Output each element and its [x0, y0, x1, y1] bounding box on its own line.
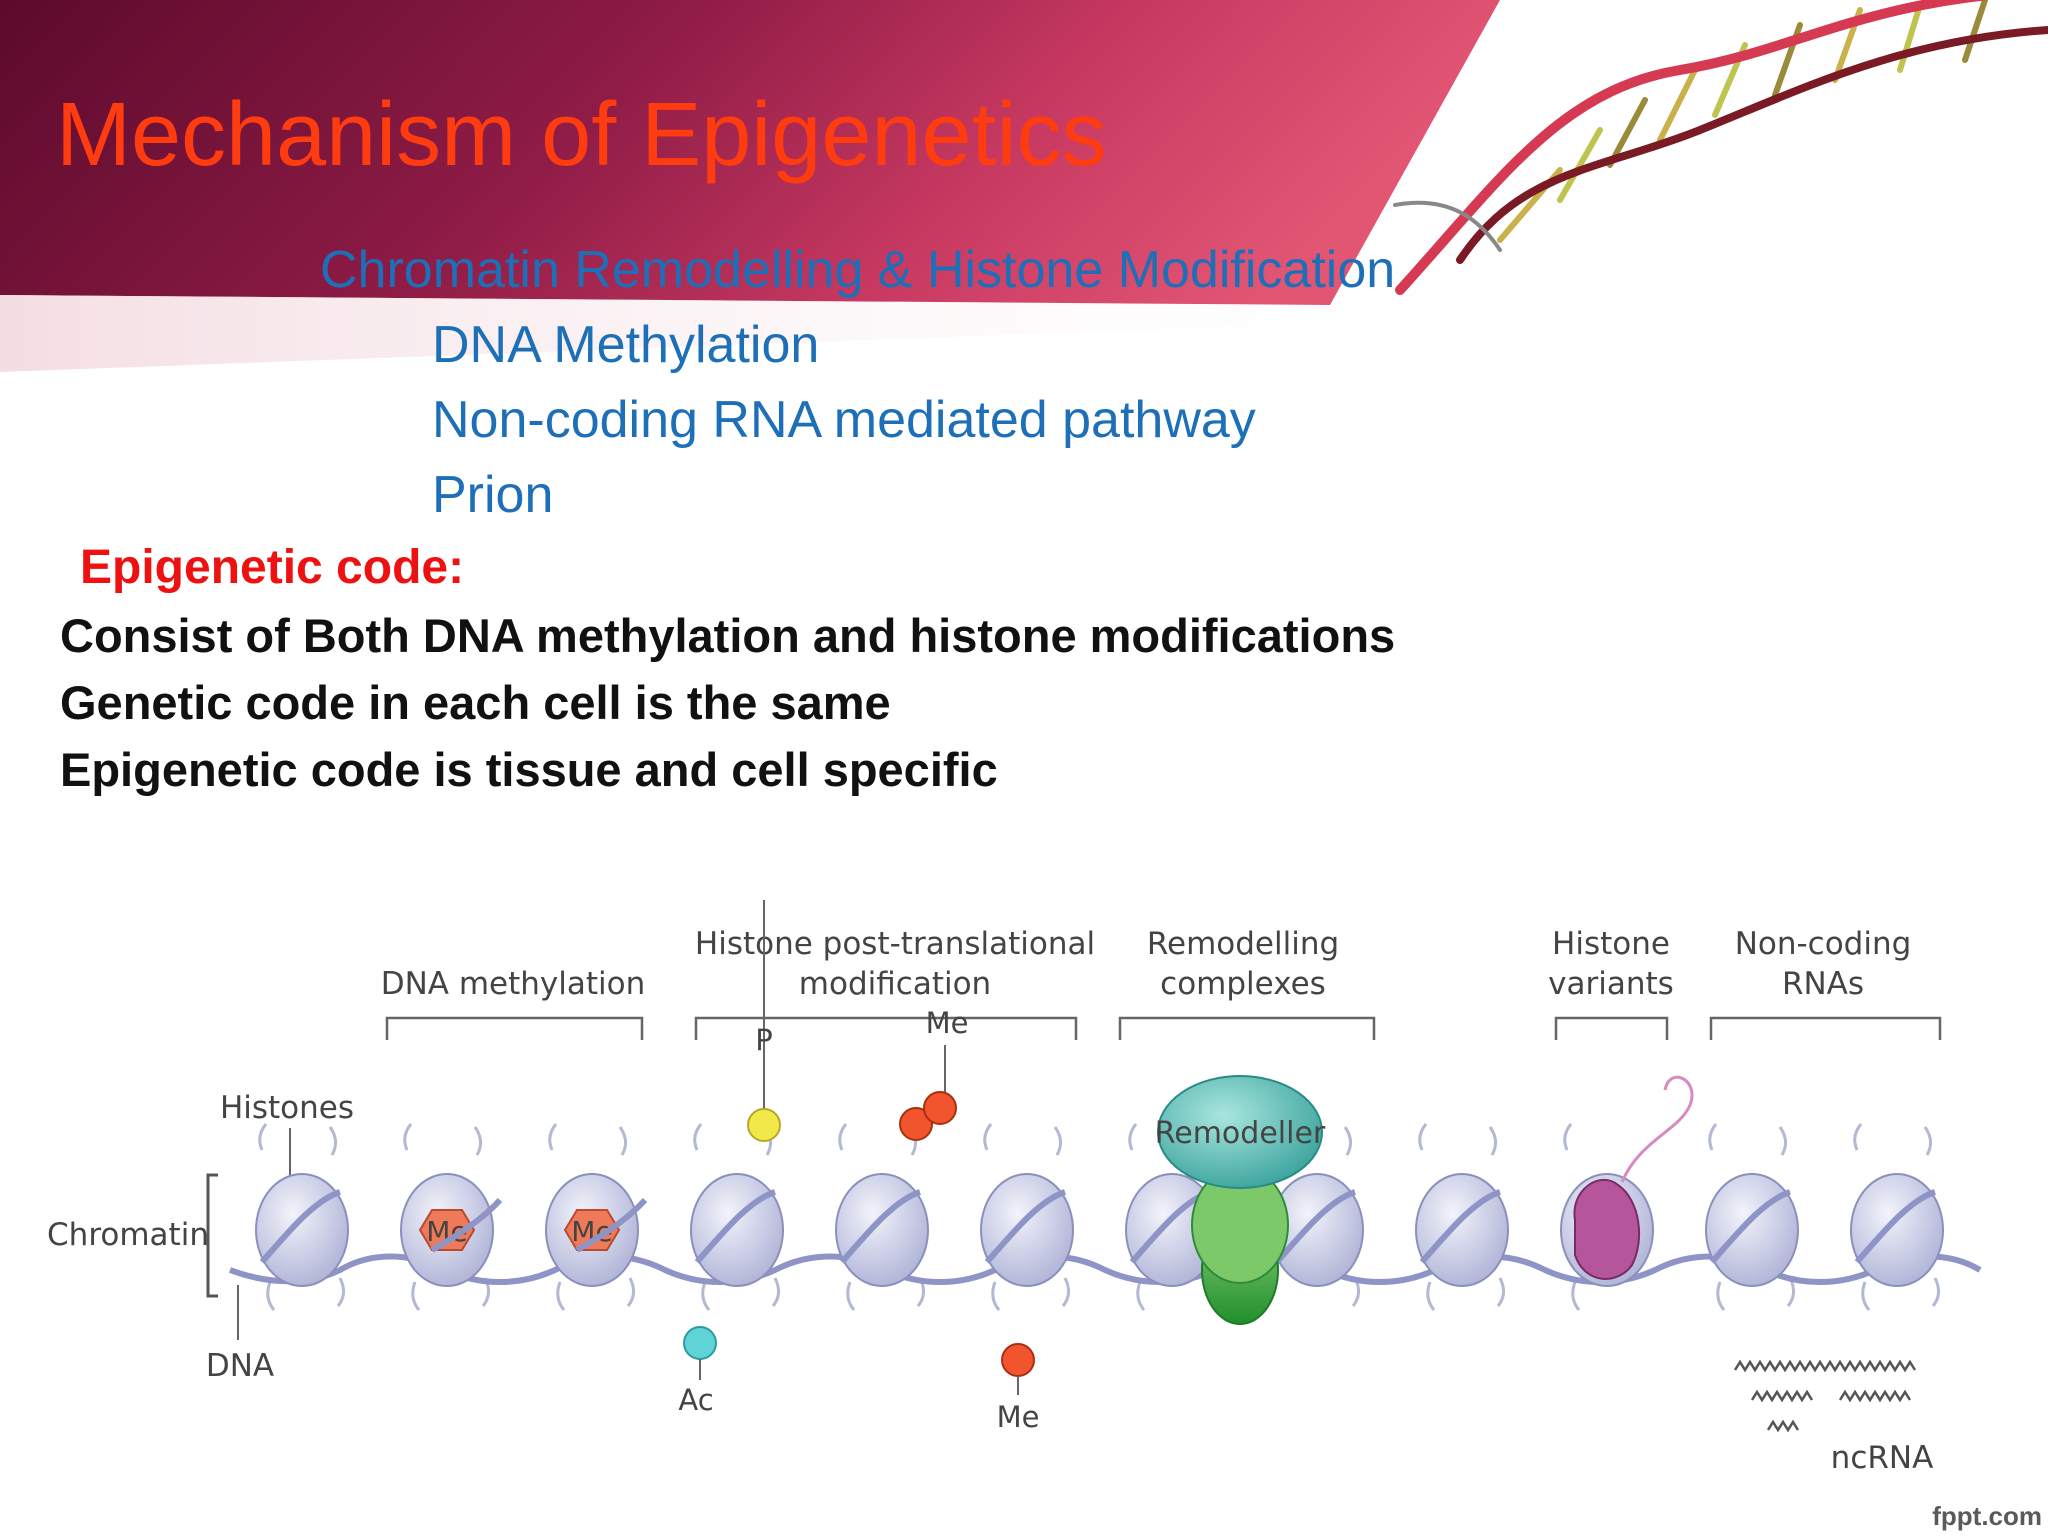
- acetylation-label: Ac: [678, 1383, 713, 1417]
- dna-strand: [228, 1253, 1982, 1285]
- epigenetic-code-heading: Epigenetic code:: [80, 541, 465, 594]
- epigenetic-code-point: Epigenetic code is tissue and cell speci…: [60, 743, 998, 796]
- nucleosome: [980, 1173, 1074, 1287]
- group-label-dna-methylation: DNA methylation: [381, 966, 646, 1002]
- dna-helix-icon: [1393, 0, 2048, 295]
- histone-methyl-label: Me: [997, 1400, 1040, 1434]
- nucleosome: [255, 1173, 349, 1287]
- group-label-histone-ptm-2: modification: [799, 966, 991, 1002]
- chromatin-label: Chromatin: [47, 1217, 209, 1253]
- ncrna-label: ncRNA: [1831, 1440, 1934, 1476]
- phosphorylation-label: P: [755, 1023, 773, 1057]
- header-band: [0, 0, 1500, 305]
- dna-wrap: [575, 1197, 648, 1253]
- nucleosome: [1850, 1173, 1944, 1287]
- histone-tails: [258, 1123, 1940, 1311]
- mechanism-item-dna-methylation: DNA Methylation: [432, 316, 820, 374]
- mechanism-item-prion: Prion: [432, 466, 554, 524]
- histone-methyl-mark: [923, 1091, 957, 1125]
- dna-label: DNA: [206, 1348, 274, 1384]
- phosphorylation-mark: [747, 1108, 781, 1142]
- histone-methyl-label: Me: [926, 1006, 969, 1040]
- group-label-variants-2: variants: [1548, 966, 1674, 1002]
- dna-wrap: [430, 1197, 503, 1253]
- mechanism-item-chromatin: Chromatin Remodelling & Histone Modifica…: [320, 241, 1396, 299]
- mechanism-item-ncrna: Non-coding RNA mediated pathway: [432, 391, 1256, 449]
- acetylation-mark: [683, 1326, 717, 1360]
- histone-methyl-mark: [1001, 1343, 1035, 1377]
- group-label-remodelling-1: Remodelling: [1147, 926, 1339, 962]
- nucleosome: [1415, 1173, 1509, 1287]
- group-label-histone-ptm-1: Histone post-translational: [695, 926, 1095, 962]
- group-label-variants-1: Histone: [1552, 926, 1670, 962]
- group-brackets: [385, 1016, 1942, 1040]
- footer-watermark: fppt.com: [1932, 1501, 2042, 1531]
- group-label-ncrna-2: RNAs: [1782, 966, 1864, 1002]
- nucleosome: [1705, 1173, 1799, 1287]
- group-label-ncrna-1: Non-coding: [1735, 926, 1912, 962]
- nucleosome: [835, 1173, 929, 1287]
- epigenetic-code-point: Consist of Both DNA methylation and hist…: [60, 609, 1396, 662]
- nucleosome: [690, 1173, 784, 1287]
- header-light-band: [0, 0, 1600, 372]
- histones-label: Histones: [220, 1090, 354, 1126]
- group-label-remodelling-2: complexes: [1160, 966, 1326, 1002]
- header-background: [0, 0, 2048, 372]
- ncrna-strands: [1733, 1359, 1917, 1433]
- nucleosome: [1270, 1173, 1364, 1287]
- slide-title: Mechanism of Epigenetics: [56, 85, 1107, 185]
- epigenetics-diagram: DNA methylation Histone post-translation…: [47, 900, 1982, 1476]
- epigenetic-code-point: Genetic code in each cell is the same: [60, 676, 891, 729]
- remodeller-label: Remodeller: [1155, 1116, 1326, 1151]
- remodeller-complex: Remodeller: [1155, 1075, 1326, 1325]
- histone-variant: [1573, 1075, 1694, 1280]
- chromatin-bracket: [206, 1173, 218, 1298]
- histone-methyl-mark: [899, 1107, 933, 1141]
